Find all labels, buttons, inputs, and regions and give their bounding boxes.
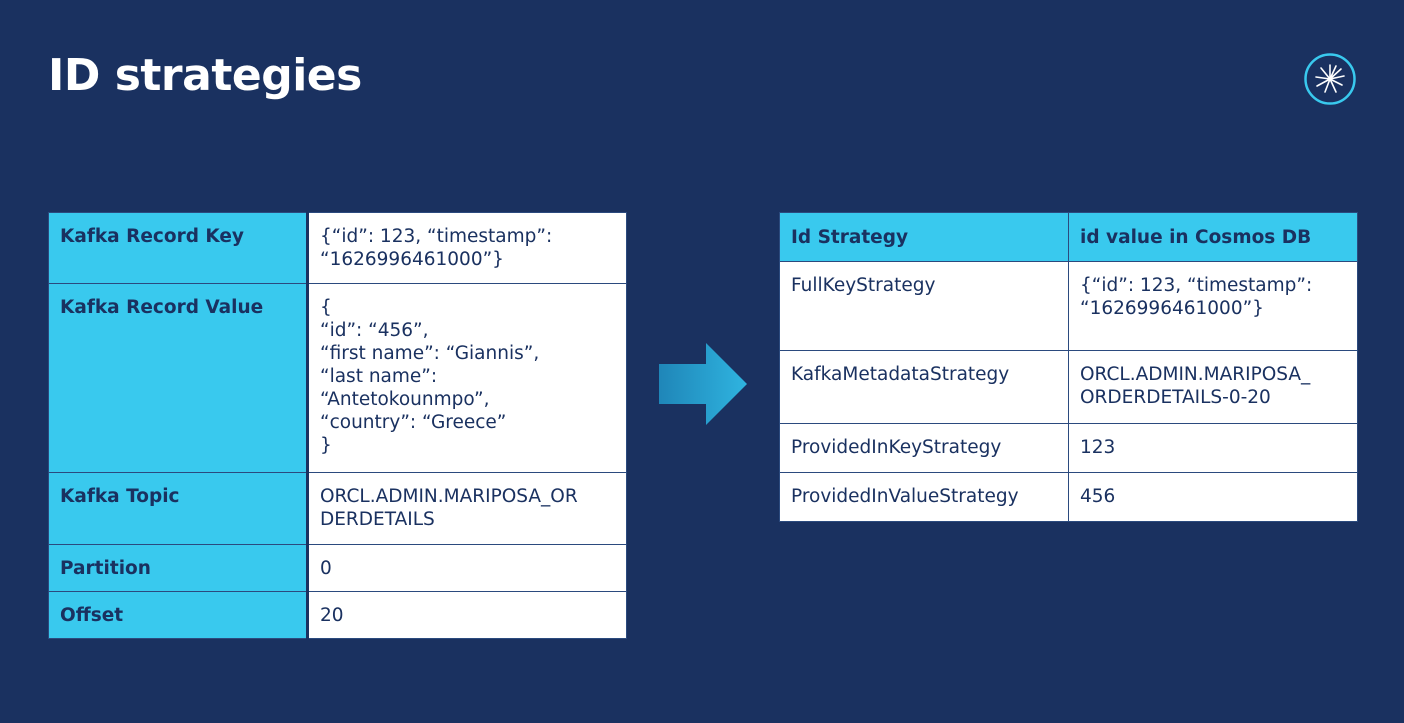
row-value: ORCL.ADMIN.MARIPOSA_OR DERDETAILS [307, 472, 627, 545]
strategy-cell: FullKeyStrategy [779, 261, 1069, 351]
table-row: FullKeyStrategy {“id”: 123, “timestamp”:… [779, 261, 1358, 351]
table-header-row: Id Strategy id value in Cosmos DB [779, 212, 1358, 262]
table-row: Partition 0 [48, 544, 627, 592]
row-value: 0 [307, 544, 627, 592]
strategy-cell: KafkaMetadataStrategy [779, 350, 1069, 424]
id-strategy-table: Id Strategy id value in Cosmos DB FullKe… [779, 212, 1358, 522]
row-key: Kafka Record Value [48, 283, 309, 473]
value-cell: ORCL.ADMIN.MARIPOSA_ ORDERDETAILS-0-20 [1068, 350, 1358, 424]
page-title: ID strategies [48, 50, 362, 101]
row-value: { “id”: “456”, “first name”: “Giannis”, … [307, 283, 627, 473]
row-key: Partition [48, 544, 309, 592]
table-row: Kafka Record Value { “id”: “456”, “first… [48, 283, 627, 473]
value-cell: 456 [1068, 472, 1358, 522]
strategy-cell: ProvidedInValueStrategy [779, 472, 1069, 522]
table-row: Offset 20 [48, 591, 627, 639]
strategy-cell: ProvidedInKeyStrategy [779, 423, 1069, 473]
row-value: {“id”: 123, “timestamp”: “1626996461000”… [307, 212, 627, 284]
table-row: ProvidedInKeyStrategy 123 [779, 423, 1358, 473]
row-key: Offset [48, 591, 309, 639]
value-cell: {“id”: 123, “timestamp”: “1626996461000”… [1068, 261, 1358, 351]
column-header: Id Strategy [779, 212, 1069, 262]
row-value: 20 [307, 591, 627, 639]
kafka-record-table: Kafka Record Key {“id”: 123, “timestamp”… [48, 212, 627, 639]
table-row: ProvidedInValueStrategy 456 [779, 472, 1358, 522]
row-key: Kafka Record Key [48, 212, 309, 284]
row-key: Kafka Topic [48, 472, 309, 545]
table-row: Kafka Topic ORCL.ADMIN.MARIPOSA_OR DERDE… [48, 472, 627, 545]
value-cell: 123 [1068, 423, 1358, 473]
starburst-icon [1304, 53, 1356, 105]
column-header: id value in Cosmos DB [1068, 212, 1358, 262]
table-row: KafkaMetadataStrategy ORCL.ADMIN.MARIPOS… [779, 350, 1358, 424]
table-row: Kafka Record Key {“id”: 123, “timestamp”… [48, 212, 627, 284]
arrow-right-icon [659, 343, 747, 425]
